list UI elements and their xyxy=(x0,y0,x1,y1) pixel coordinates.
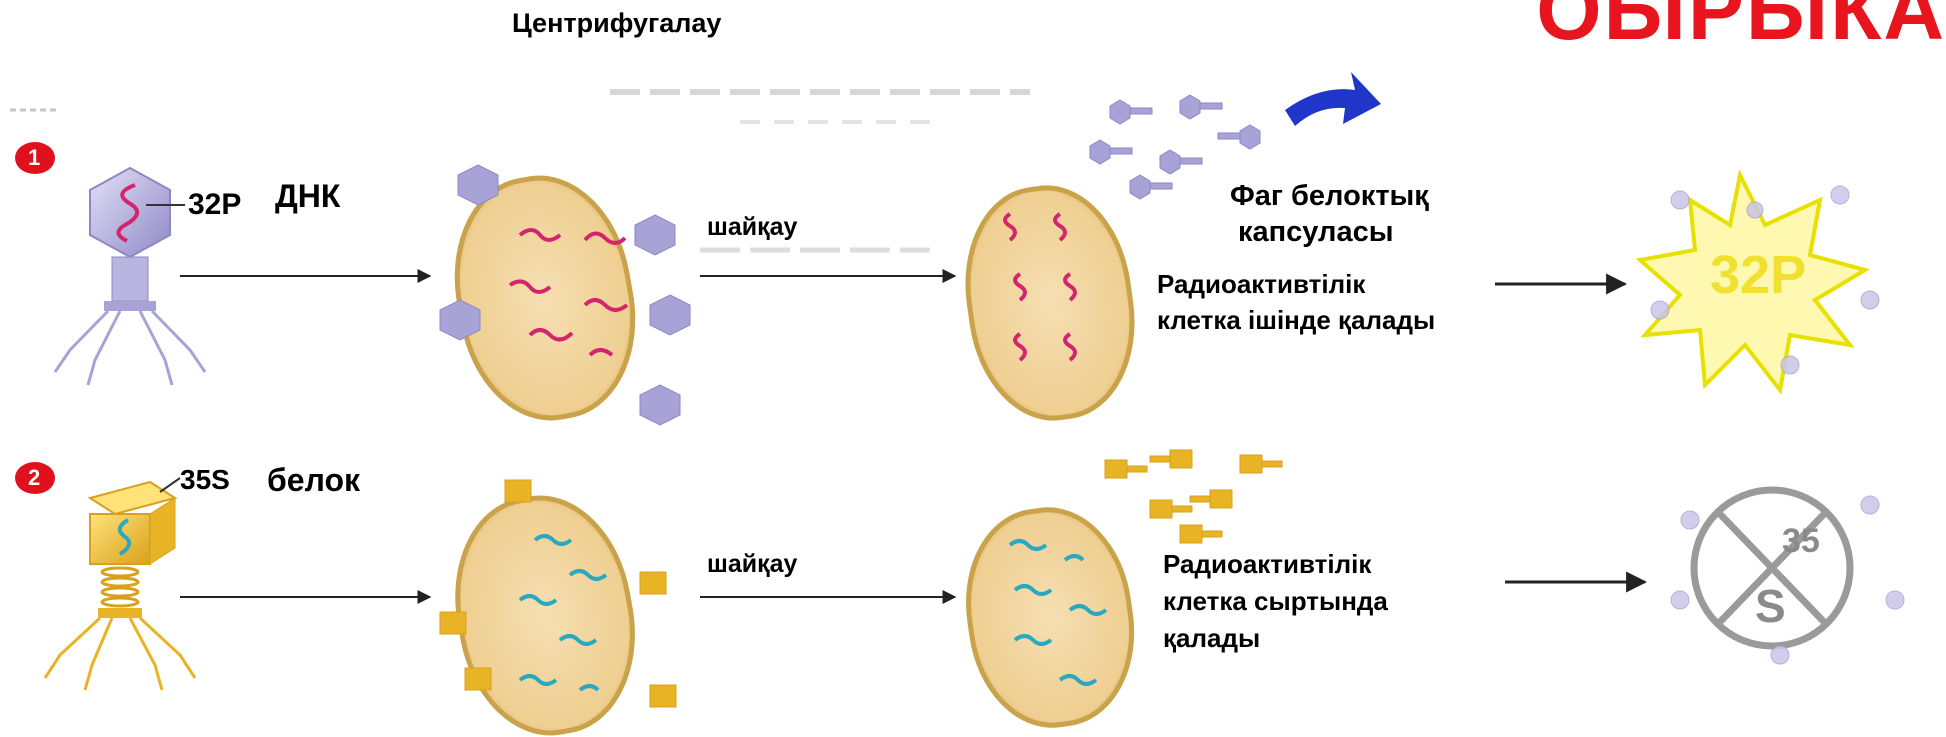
cell-after-1 xyxy=(955,178,1145,428)
step-number-1: 1 xyxy=(28,145,40,170)
cell-infected-1 xyxy=(440,165,690,431)
cell-after-2 xyxy=(956,500,1144,735)
nonradioactive-circle-35s xyxy=(1671,490,1904,664)
centrifuge-label: Центрифугалау xyxy=(512,8,721,39)
molecule-label-protein: белок xyxy=(267,462,360,499)
capsule-label-line1: Фаг белоктық xyxy=(1230,180,1429,213)
corner-title: ОЫРЫКА! xyxy=(1536,0,1946,59)
faded-header-marks xyxy=(10,92,1030,122)
phage-capsules-released-2 xyxy=(1105,450,1282,543)
step-number-2: 2 xyxy=(28,465,40,490)
shake-label-2: шайқау xyxy=(707,550,797,579)
isotope-label-32p: 32P xyxy=(188,188,241,223)
curved-arrow-blue xyxy=(1285,72,1381,126)
capsule-label-line2: капсуласы xyxy=(1238,216,1393,249)
isotope-label-35s: 35S xyxy=(180,464,230,496)
circle-label-s: S xyxy=(1755,580,1786,633)
shake-label-1: шайқау xyxy=(707,213,797,242)
circle-label-35: 35 xyxy=(1782,522,1820,561)
cell-infected-2 xyxy=(440,480,676,737)
burst-label-32p: 32P xyxy=(1710,244,1806,306)
result-row1-line1: Радиоактивтілік xyxy=(1157,270,1365,300)
result-row1-line2: клетка ішінде қалады xyxy=(1157,306,1435,336)
result-row2-line1: Радиоактивтілік xyxy=(1163,550,1371,580)
result-row2-line3: қалады xyxy=(1163,624,1260,654)
molecule-label-dna: ДНК xyxy=(275,178,340,215)
result-row2-line2: клетка сыртында xyxy=(1163,587,1388,617)
phage-protein-labeled xyxy=(45,478,195,690)
